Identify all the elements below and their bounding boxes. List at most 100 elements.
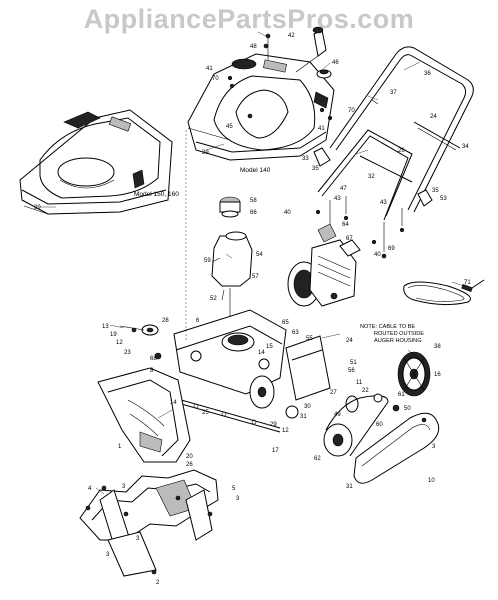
callout-8: 8	[150, 368, 154, 374]
callout-55: 55	[306, 336, 313, 342]
callout-10: 10	[428, 478, 435, 484]
callout-28: 28	[162, 318, 169, 324]
callout-13: 13	[102, 324, 109, 330]
callout-50: 50	[404, 406, 411, 412]
callout-53: 53	[440, 196, 447, 202]
callout-68: 68	[150, 356, 157, 362]
auger-housing	[97, 367, 191, 463]
callout-37: 37	[390, 90, 397, 96]
callout-2: 2	[156, 580, 160, 586]
callout-48: 48	[250, 44, 257, 50]
leader-lines	[40, 31, 465, 495]
callout-60: 60	[376, 422, 383, 428]
cable-routing-note: NOTE: CABLE TO BE ROUTED OUTSIDE AUGER H…	[360, 324, 424, 344]
callout-41: 41	[318, 126, 325, 132]
left-shroud	[19, 109, 173, 215]
callout-49: 49	[334, 412, 341, 418]
callout-4: 4	[88, 486, 92, 492]
callout-64: 64	[342, 222, 349, 228]
frame	[173, 309, 331, 401]
callout-67: 67	[346, 236, 353, 242]
callout-15: 15	[266, 344, 273, 350]
callout-47: 47	[340, 186, 347, 192]
small-hardware-top	[227, 33, 333, 121]
callout-14: 14	[258, 350, 265, 356]
callout-3: 3	[236, 496, 240, 502]
callout-54: 54	[256, 252, 263, 258]
callout-51: 51	[350, 360, 357, 366]
note-line-1: NOTE: CABLE TO BE	[360, 324, 415, 330]
callout-45: 45	[226, 124, 233, 130]
belt-cover	[353, 412, 440, 484]
callout-12: 12	[116, 340, 123, 346]
callout-40: 40	[284, 210, 291, 216]
callout-65: 65	[282, 320, 289, 326]
callout-31: 31	[300, 414, 307, 420]
callout-3: 3	[122, 484, 126, 490]
callout-41: 41	[206, 66, 213, 72]
callout-26: 26	[398, 148, 405, 154]
callout-43: 43	[334, 196, 341, 202]
callout-3: 3	[106, 552, 110, 558]
model-label-right: Model 140	[240, 167, 271, 174]
callout-69: 69	[388, 246, 395, 252]
callout-36: 36	[424, 71, 431, 77]
callout-40: 40	[374, 252, 381, 258]
callouts: 39 39 48 42 46 41 70 45 70 41 36 37 24 3…	[34, 33, 471, 586]
model-label-left: Model 150, 160	[134, 191, 179, 198]
idler-pulley-left	[119, 324, 162, 360]
callout-35: 35	[432, 188, 439, 194]
callout-14: 14	[170, 400, 177, 406]
callout-31: 31	[346, 484, 353, 490]
callout-62: 62	[314, 456, 321, 462]
callout-16: 16	[434, 372, 441, 378]
callout-39: 39	[202, 150, 209, 156]
note-line-2: ROUTED OUTSIDE	[374, 331, 424, 337]
callout-57: 57	[252, 274, 259, 280]
callout-17: 17	[272, 448, 279, 454]
callout-22: 22	[362, 388, 369, 394]
callout-3: 3	[432, 444, 436, 450]
drive-cable	[403, 279, 485, 306]
right-shroud	[187, 53, 335, 161]
watermark: AppliancePartsPros.com	[83, 4, 415, 34]
callout-71: 71	[464, 280, 471, 286]
callout-25: 25	[202, 410, 209, 416]
callout-23: 23	[124, 350, 131, 356]
callout-39: 39	[34, 205, 41, 211]
callout-58: 58	[250, 198, 257, 204]
callout-61: 61	[398, 392, 405, 398]
callout-12: 12	[282, 428, 289, 434]
callout-20: 20	[186, 454, 193, 460]
callout-52: 52	[210, 296, 217, 302]
belt-and-pulleys	[323, 393, 400, 457]
callout-32: 32	[368, 174, 375, 180]
callout-6: 6	[196, 318, 200, 324]
callout-29: 29	[270, 422, 277, 428]
chute-knob	[295, 26, 332, 79]
callout-70: 70	[212, 76, 219, 82]
auger	[79, 469, 219, 577]
callout-59: 59	[204, 258, 211, 264]
callout-66: 66	[250, 210, 257, 216]
callout-63: 63	[292, 330, 299, 336]
callout-3: 3	[136, 536, 140, 542]
callout-19: 19	[110, 332, 117, 338]
callout-30: 30	[304, 404, 311, 410]
callout-34: 34	[462, 144, 469, 150]
wheel	[397, 351, 431, 397]
callout-35: 35	[312, 166, 319, 172]
callout-11: 11	[356, 380, 363, 386]
note-line-3: AUGER HOUSING	[374, 338, 422, 344]
callout-43: 43	[380, 200, 387, 206]
callout-24: 24	[430, 114, 437, 120]
callout-24: 24	[346, 338, 353, 344]
callout-42: 42	[288, 33, 295, 39]
callout-27: 27	[330, 390, 337, 396]
gas-tank	[211, 196, 253, 318]
handle-assembly	[313, 46, 474, 259]
callout-46: 46	[332, 60, 339, 66]
engine	[287, 223, 361, 307]
